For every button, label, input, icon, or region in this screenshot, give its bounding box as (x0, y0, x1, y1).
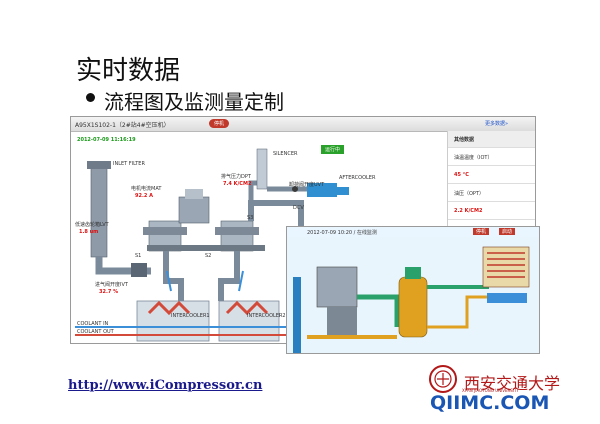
label-aftercooler: AFTERCOOLER (339, 175, 376, 181)
sidebar-row-label: 油温温度（IOT） (454, 155, 493, 161)
inlet-valve (131, 263, 147, 277)
sidebar-row: 油压（OPT） (448, 185, 535, 202)
sidebar-row-label: 油压（OPT） (454, 191, 485, 197)
sidebar-row: 2.2 K/CM2 (448, 203, 535, 220)
label-coolant-out: COOLANT OUT (77, 329, 114, 335)
datetime: 2012-07-09 11:16:19 (77, 137, 136, 143)
more-data-link[interactable]: 更多数据» (485, 121, 509, 127)
value-motor-current: 92.2 A (135, 193, 153, 199)
run-status-button[interactable]: 运行中 (321, 145, 345, 154)
label-intercooler2: INTERCOOLER2 (247, 313, 286, 319)
panel-header-bar: A95X1S102-1（2#站4#空压机） 停机 更多数据» (71, 117, 535, 132)
label-motor-current: 电机电流MAT (131, 186, 162, 192)
inset-screenshot: 2012-07-09 10:20 / 在线监测 停机 启动 (286, 226, 540, 354)
process-flow-diagram (75, 148, 349, 342)
label-silencer: SILENCER (273, 151, 298, 157)
sidebar-row-value: 2.2 K/CM2 (454, 208, 483, 214)
inset-header: 2012-07-09 10:20 / 在线监测 (307, 230, 377, 236)
label-lvt: 低速齿轮箱LVT (75, 222, 109, 228)
label-pressure-dpt: 排气压力DPT (221, 174, 251, 180)
aftercooler (307, 183, 337, 197)
sidebar-row: 油温温度（IOT） (448, 149, 535, 166)
sidebar-row-value: 45 °C (454, 172, 469, 178)
label-s2: S2 (205, 253, 212, 259)
status-badge[interactable]: 停机 (209, 119, 230, 128)
label-s3: S3 (247, 215, 254, 221)
footer-url-link[interactable]: http://www.iCompressor.cn (68, 378, 263, 393)
label-s1: S1 (135, 253, 142, 259)
university-name-en: XI'AN JIAOTONG UNIVERSITY (462, 388, 519, 393)
panel-header-title: A95X1S102-1（2#站4#空压机） (75, 122, 170, 129)
label-inlet-filter: INLET FILTER (113, 161, 145, 167)
brand-watermark: QIIMC.COM (430, 392, 550, 414)
sidebar-header-label: 其他数据 (454, 137, 475, 143)
university-name: 西安交通大学 (464, 374, 561, 393)
sidebar-row: 45 °C (448, 167, 535, 184)
label-inlet-valve: 进气阀开度IVT (95, 282, 128, 288)
inset-start-button[interactable]: 启动 (499, 228, 516, 235)
label-dcv: DCV (293, 205, 304, 211)
label-coolant-in: COOLANT IN (77, 321, 109, 327)
sidebar-header: 其他数据 (448, 131, 535, 148)
bullet-text: 流程图及监测量定制 (104, 90, 284, 114)
bullet-dot (86, 93, 95, 102)
inset-stop-button[interactable]: 停机 (473, 228, 490, 235)
motor (178, 196, 210, 224)
university-seal-icon (429, 365, 457, 393)
inset-diagram (287, 237, 539, 353)
inlet-filter (90, 164, 108, 258)
slide-title: 实时数据 (76, 56, 181, 86)
value-lvt: 1.8 um (79, 229, 99, 235)
value-inlet-valve: 32.7 % (99, 289, 119, 295)
label-intercooler1: INTERCOOLER1 (171, 313, 210, 319)
value-pressure-dpt: 7.4 K/CM2 (223, 181, 252, 187)
label-unloader: 卸荷阀开度UVT (289, 182, 325, 188)
silencer (256, 148, 268, 190)
